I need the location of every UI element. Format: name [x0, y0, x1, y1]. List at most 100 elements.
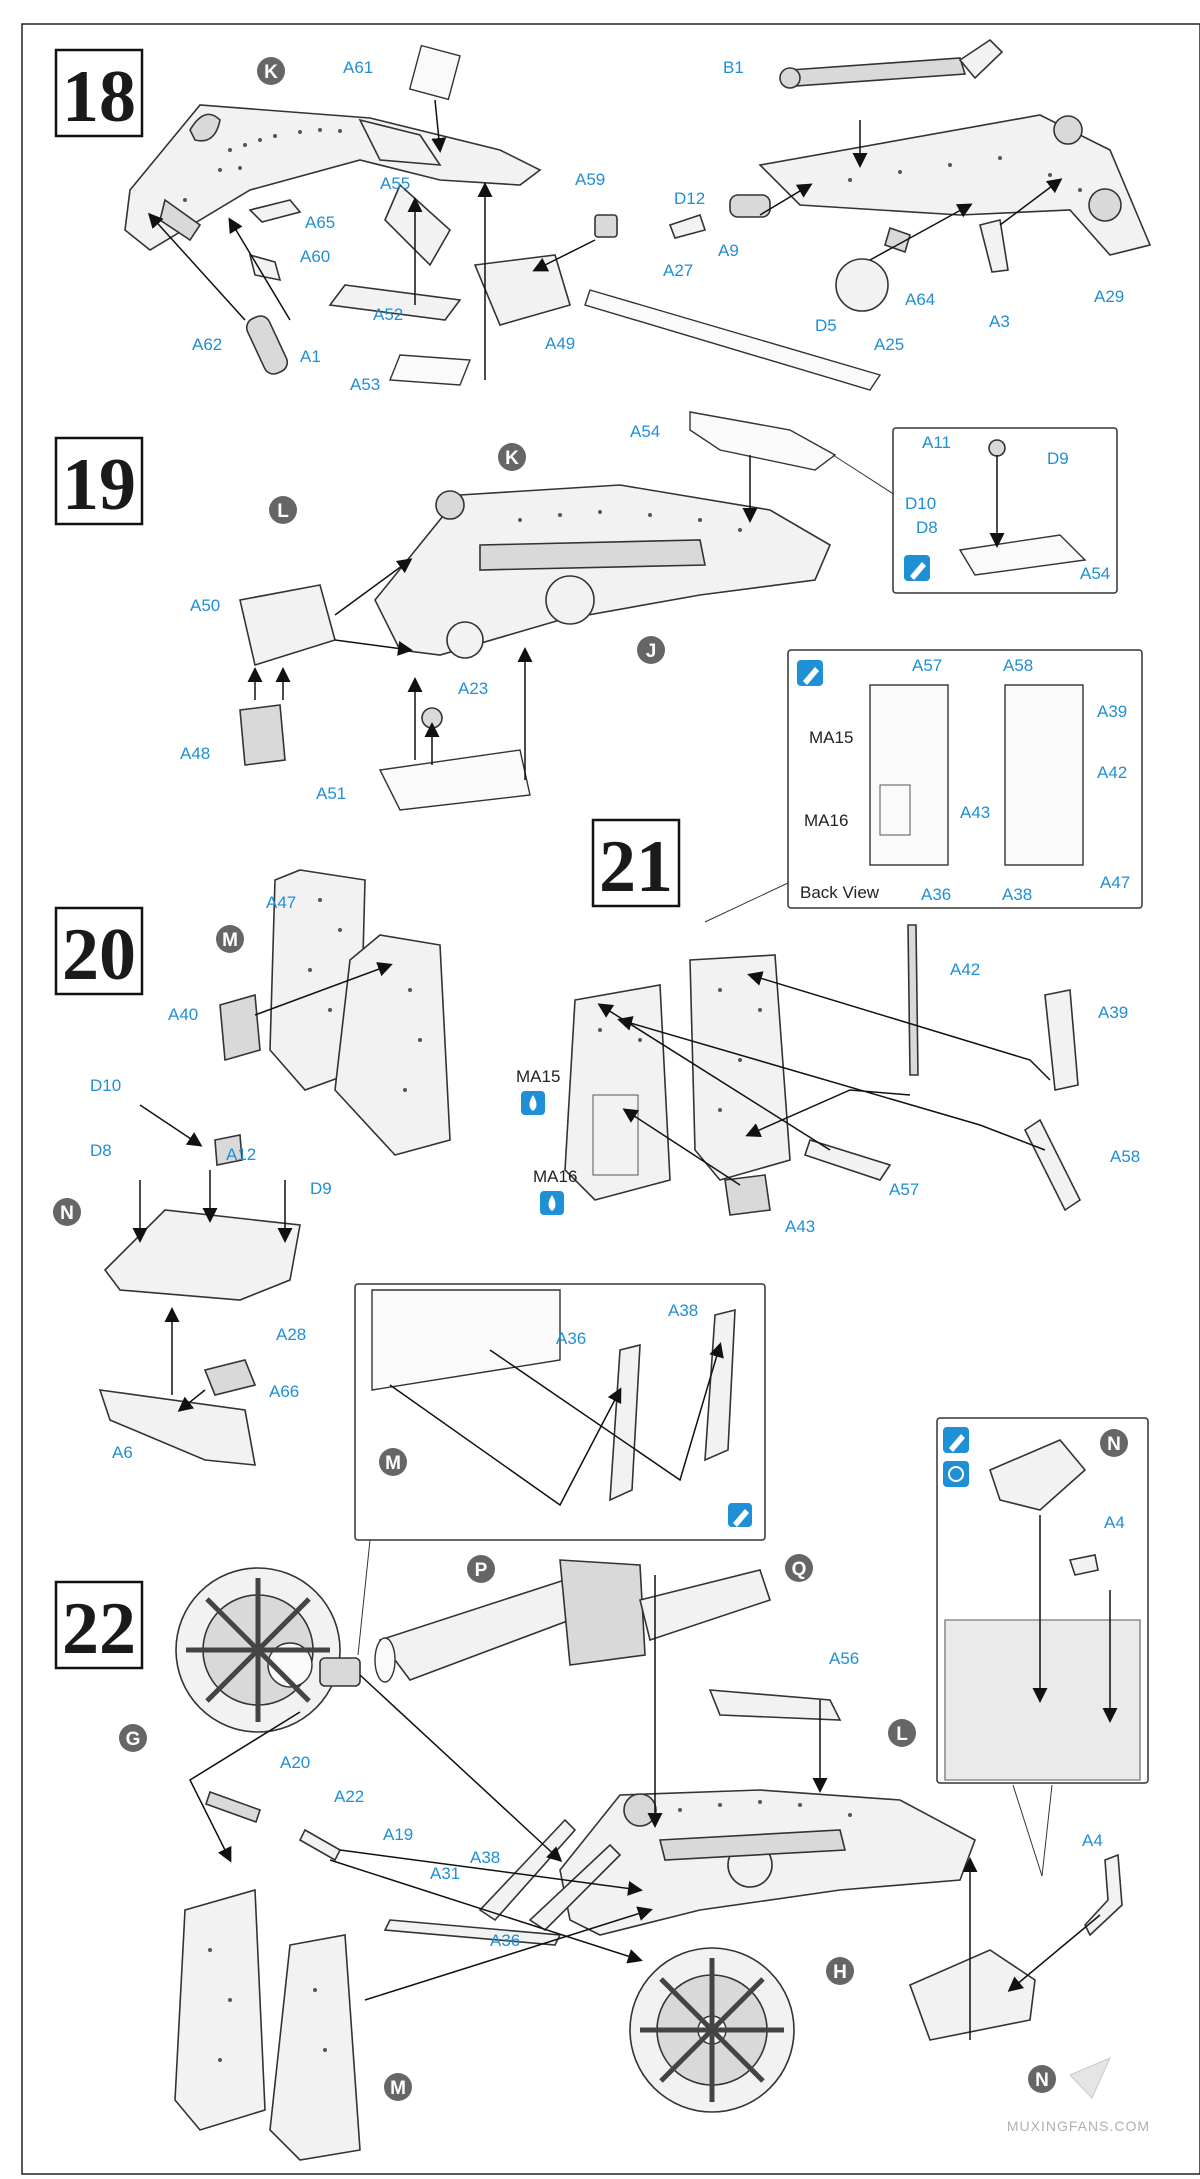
- part-label: A23: [458, 679, 488, 698]
- step-20: 20 M N: [53, 869, 451, 1466]
- subassembly-badge: [826, 1957, 854, 1985]
- part-label: A42: [1097, 763, 1127, 782]
- part-label: A54: [630, 422, 660, 441]
- step-number-box: 21: [591, 818, 681, 908]
- part-label: A39: [1097, 702, 1127, 721]
- part-label: A55: [380, 174, 410, 193]
- part-shape: [584, 289, 882, 391]
- part-label: A12: [226, 1145, 256, 1164]
- part-shape: [1023, 1118, 1082, 1212]
- part-shape: [203, 1359, 257, 1396]
- part-label: B1: [723, 58, 744, 77]
- part-label: K: [505, 448, 519, 469]
- part-label: A62: [192, 335, 222, 354]
- part-label: A65: [305, 213, 335, 232]
- part-label: A38: [668, 1301, 698, 1320]
- part-label: G: [126, 1729, 141, 1750]
- shield-plates: [174, 1888, 361, 2161]
- part-label: MA15: [809, 728, 853, 747]
- part-label: A57: [889, 1180, 919, 1199]
- part-shape: [473, 254, 571, 326]
- part-label: A43: [960, 803, 990, 822]
- part-label: D8: [916, 518, 938, 537]
- part-label: A49: [545, 334, 575, 353]
- step-number-box: 18: [54, 48, 144, 138]
- part-shape: [884, 226, 911, 254]
- part-label: A22: [334, 1787, 364, 1806]
- wheel-left: [175, 1567, 341, 1733]
- part-shape: [478, 1818, 577, 1922]
- glue-tube-icon: [904, 555, 930, 581]
- part-label: A38: [1002, 885, 1032, 904]
- icon-group: [521, 1091, 564, 1215]
- step-number: 22: [62, 1588, 136, 1670]
- part-label: A29: [1094, 287, 1124, 306]
- assembly-arrows: [189, 1575, 1101, 2040]
- part-label: A50: [190, 596, 220, 615]
- subassembly-badge: [785, 1554, 813, 1582]
- step-number-box: 20: [54, 906, 144, 996]
- part-label: A4: [1082, 1831, 1103, 1850]
- subassembly-badge: [888, 1719, 916, 1747]
- part-label: A66: [269, 1382, 299, 1401]
- part-shape: [378, 749, 531, 811]
- part-label: A51: [316, 784, 346, 803]
- part-shape: [219, 993, 261, 1062]
- part-shape: [1044, 989, 1079, 1091]
- part-labels: A47 A40 D10 A12 D8 D9 A28 A66 A6: [90, 893, 332, 1462]
- part-shape: [689, 411, 837, 471]
- part-label: L: [896, 1724, 908, 1745]
- part-labels: A42 A39 MA15 MA16 A43 A57 A58: [516, 960, 1140, 1236]
- part-shape: [408, 44, 461, 101]
- step-22: 22 M A36 A38: [54, 1283, 1149, 2161]
- part-label: A47: [266, 893, 296, 912]
- watermark: MUXINGFANS.COM: [1007, 2057, 1150, 2134]
- part-shape: [835, 258, 889, 312]
- part-label: M: [390, 2078, 406, 2099]
- part-shape: [239, 704, 286, 766]
- part-shape: [103, 1209, 301, 1301]
- detail-callout-m: M A36 A38: [354, 1283, 766, 1656]
- part-shape: [908, 1949, 1036, 2041]
- part-label: D12: [674, 189, 705, 208]
- subassembly-badge: [1028, 2065, 1056, 2093]
- part-label: A64: [905, 290, 935, 309]
- part-label: A9: [718, 241, 739, 260]
- part-label: L: [277, 501, 289, 522]
- part-label: A57: [912, 656, 942, 675]
- part-label: J: [646, 641, 657, 662]
- shield-plates: [269, 869, 451, 1156]
- step-number-box: 19: [54, 436, 144, 526]
- part-label: A38: [470, 1848, 500, 1867]
- part-label: A19: [383, 1825, 413, 1844]
- part-label: MA16: [533, 1167, 577, 1186]
- assembly-arrows: [597, 971, 1051, 1186]
- subassembly-badge: [119, 1724, 147, 1752]
- trail-assembly: [374, 484, 832, 659]
- part-label: A48: [180, 744, 210, 763]
- part-label: H: [833, 1962, 847, 1983]
- part-shape: [594, 214, 618, 238]
- step-21: 21 A57 A58 MA15 A39 A42 MA16 A43 A36 A38…: [516, 649, 1143, 1236]
- glue-tube-icon: [797, 660, 823, 686]
- wheel-right: [629, 1947, 795, 2113]
- part-shape: [328, 284, 462, 321]
- part-shape: [248, 253, 282, 282]
- part-label: A54: [1080, 564, 1110, 583]
- part-label: A36: [490, 1931, 520, 1950]
- part-label: A11: [922, 433, 951, 452]
- shield-plates: [564, 954, 791, 1201]
- part-label: A36: [921, 885, 951, 904]
- part-label: A1: [300, 347, 321, 366]
- part-label: P: [475, 1560, 488, 1581]
- step-18: 18 K: [54, 38, 1152, 394]
- part-label: A27: [663, 261, 693, 280]
- part-shape: [907, 924, 919, 1076]
- part-label: A58: [1110, 1147, 1140, 1166]
- part-label: A60: [300, 247, 330, 266]
- watermark-text: MUXINGFANS.COM: [1007, 2118, 1150, 2134]
- step-number: 18: [62, 56, 136, 138]
- detail-callout-n: N A4: [936, 1417, 1149, 1877]
- step-number: 21: [599, 826, 673, 908]
